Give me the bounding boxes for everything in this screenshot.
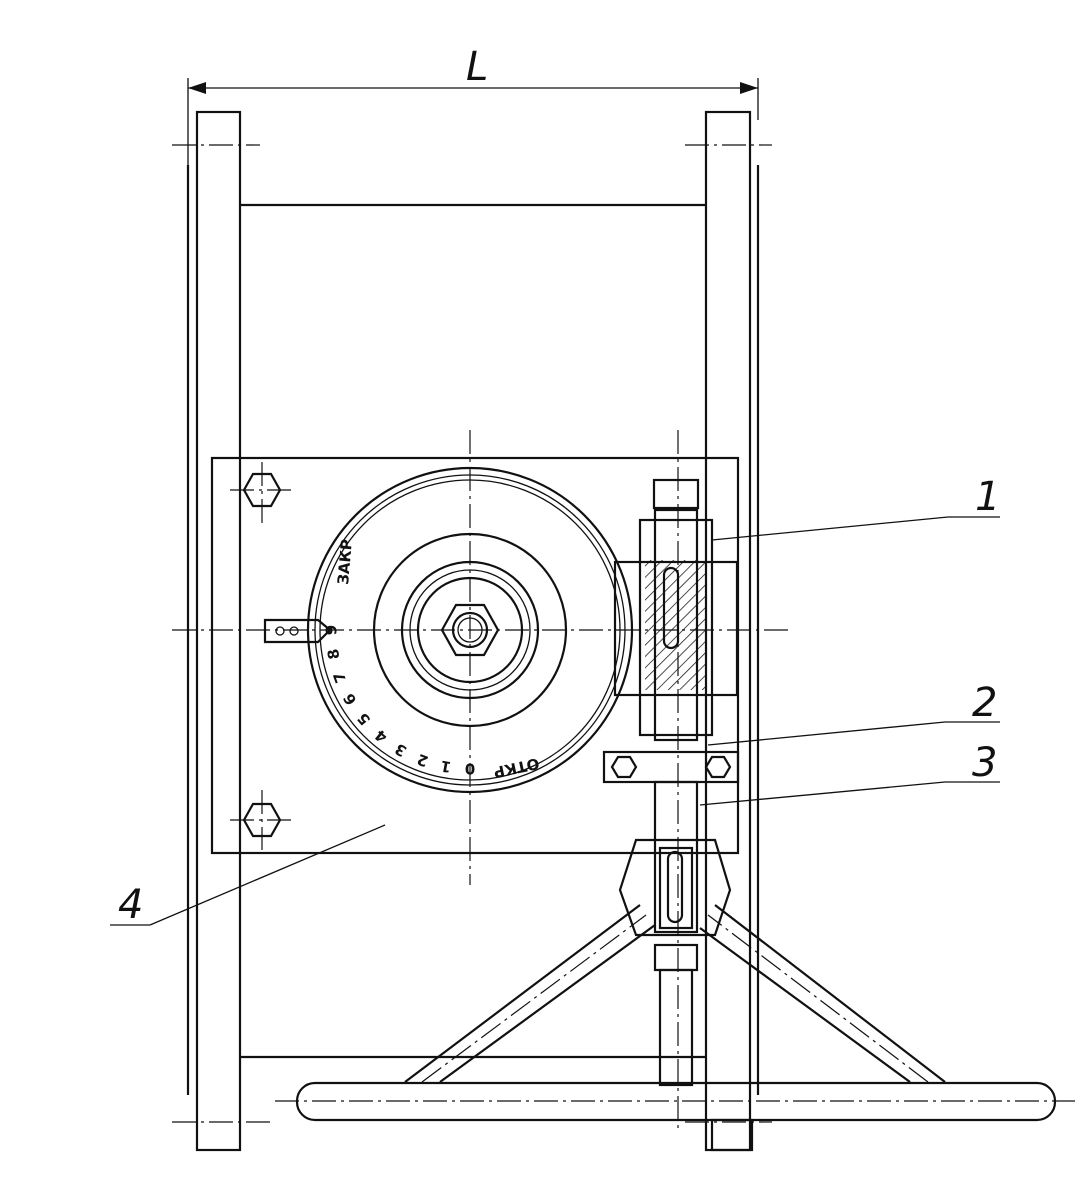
callout-2: 2 — [707, 680, 1000, 746]
dial-scale-mark: 0 — [465, 760, 475, 778]
callout-3: 3 — [699, 740, 1000, 806]
open-label: ОТКР — [492, 754, 541, 781]
dimension-l: L — [187, 44, 759, 170]
gearbox — [602, 430, 740, 1130]
dial-scale-mark: 8 — [324, 647, 344, 660]
svg-text:2: 2 — [972, 680, 997, 726]
dial-scale-mark: 4 — [371, 726, 391, 746]
dial-scale-mark: 7 — [330, 669, 350, 685]
svg-text:1: 1 — [975, 474, 1000, 520]
closed-label: ЗАКР — [334, 538, 356, 585]
svg-text:4: 4 — [118, 882, 143, 928]
callout-4: 4 — [110, 824, 386, 928]
dial-scale-mark: 3 — [392, 740, 410, 761]
svg-text:3: 3 — [972, 740, 997, 786]
bolt-icon — [230, 462, 295, 525]
dial-scale-mark: 1 — [439, 757, 452, 777]
bolt-icon — [230, 790, 295, 850]
callout-1: 1 — [711, 474, 1000, 541]
handwheel — [275, 904, 1075, 1122]
dial-scale-mark: 2 — [415, 750, 431, 770]
dial-scale-mark: 6 — [340, 690, 361, 708]
dial-scale-mark: 5 — [354, 709, 374, 729]
pointer-icon — [263, 618, 332, 644]
dimension-label: L — [466, 44, 488, 90]
